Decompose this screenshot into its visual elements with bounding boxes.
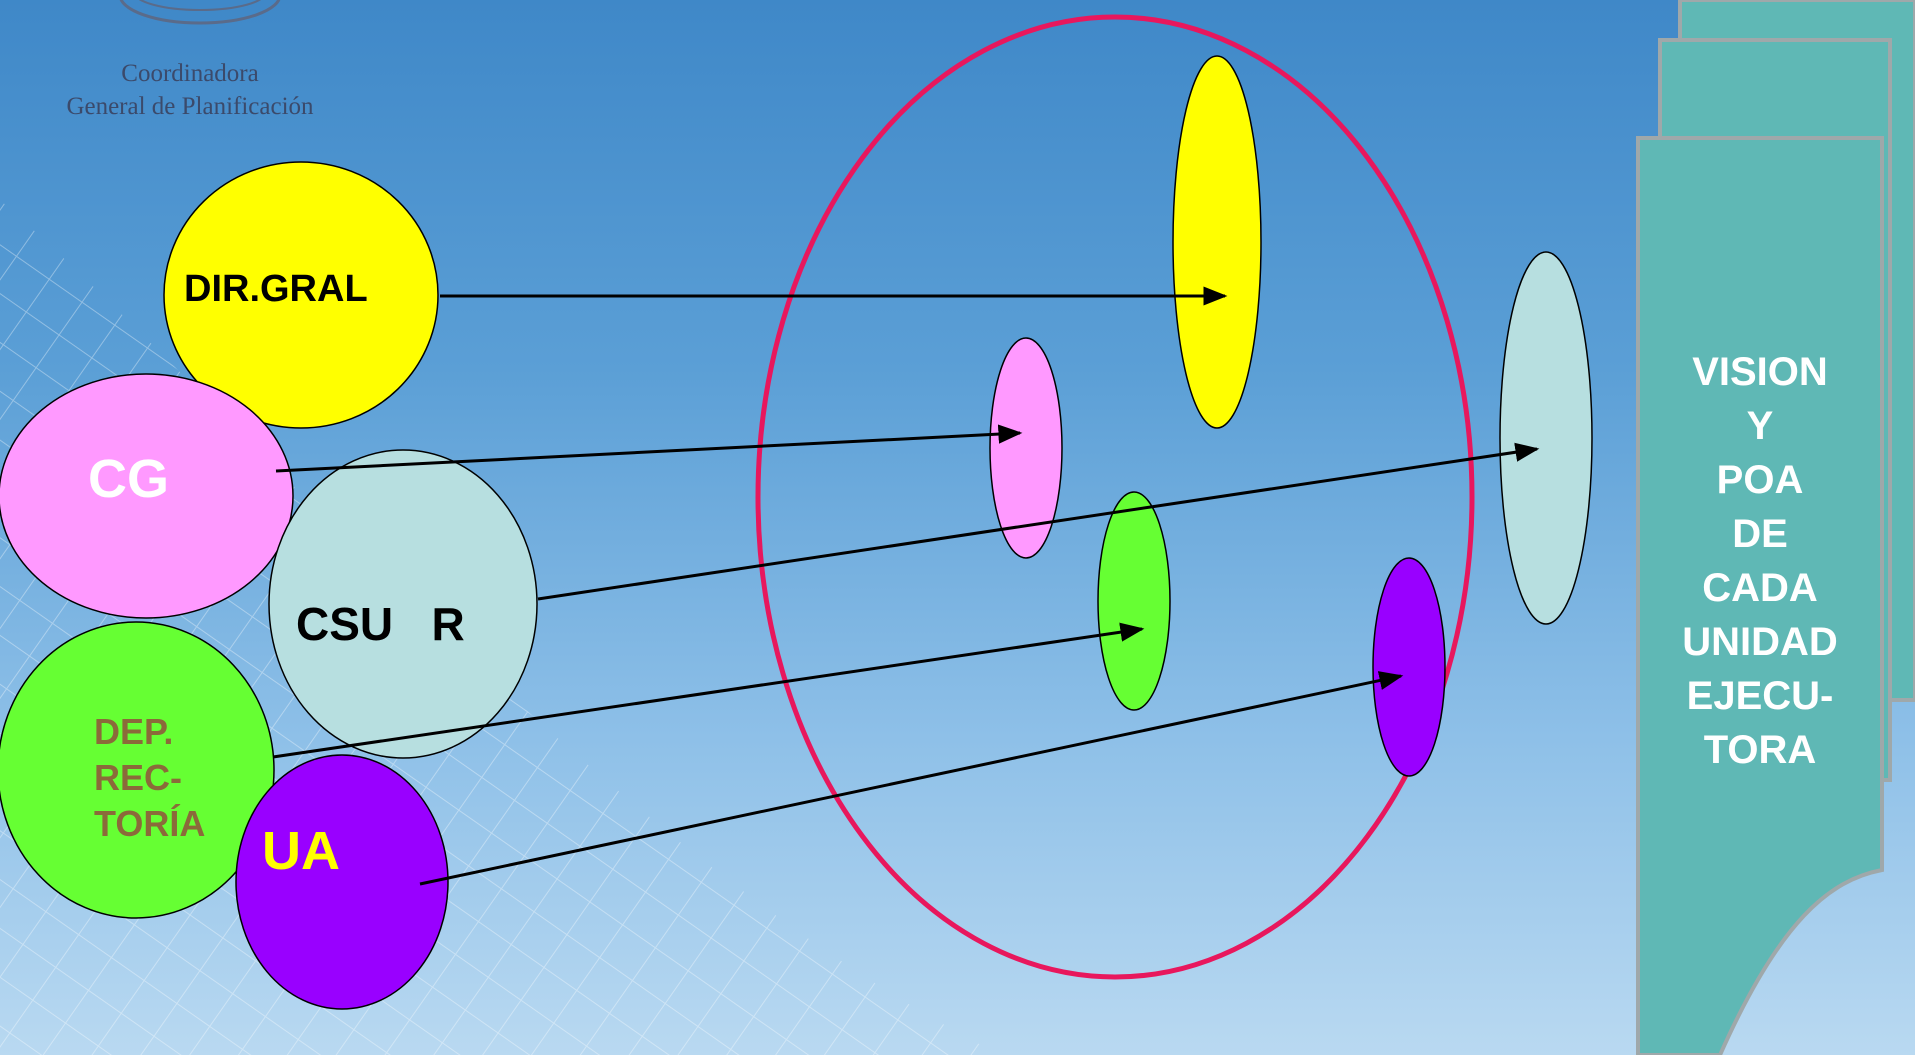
banner-line-2: Y <box>1746 404 1774 448</box>
org-name-line1: Coordinadora <box>121 60 259 87</box>
label-csur: CSU R <box>296 598 465 650</box>
label-dep-rectoria-line2: REC- <box>94 757 182 798</box>
banner-front-page <box>1636 136 1884 1055</box>
banner-text: VISION Y POA DE CADA UNIDAD EJECU- TORA <box>1640 345 1880 777</box>
banner-line-7: EJECU- <box>1686 674 1834 718</box>
banner-line-8: TORA <box>1703 728 1817 772</box>
label-ua: UA <box>262 821 340 881</box>
node-ua <box>235 754 449 1010</box>
target-ellipse-yellow <box>1172 55 1262 429</box>
banner-line-1: VISION <box>1692 350 1828 394</box>
target-ellipse-lightblue <box>1499 251 1593 625</box>
logo-seal-inner <box>138 0 262 11</box>
target-ellipse-green <box>1097 491 1171 711</box>
node-csur <box>268 449 538 759</box>
banner-line-3: POA <box>1716 458 1804 502</box>
node-cg <box>0 373 294 619</box>
arrow-dep-rectoria <box>272 622 1145 759</box>
logo-seal <box>119 0 281 25</box>
banner-line-5: CADA <box>1702 566 1818 610</box>
label-dep-rectoria-line3: TORÍA <box>94 803 205 844</box>
node-dir-gral <box>163 161 439 429</box>
big-red-circle <box>755 14 1475 980</box>
node-dep-rectoria <box>0 621 275 919</box>
target-ellipse-purple <box>1372 557 1446 777</box>
target-ellipse-pink <box>989 337 1063 559</box>
arrow-cg <box>275 424 1023 473</box>
label-dir-gral: DIR.GRAL <box>184 268 368 310</box>
label-dep-rectoria-line1: DEP. <box>94 711 173 752</box>
banner-line-4: DE <box>1732 512 1788 556</box>
arrow-ua <box>419 671 1404 886</box>
label-cg: CG <box>88 449 169 509</box>
arrow-csur <box>537 442 1540 601</box>
org-name-line2: General de Planificación <box>66 93 314 120</box>
banner-line-6: UNIDAD <box>1682 620 1838 664</box>
